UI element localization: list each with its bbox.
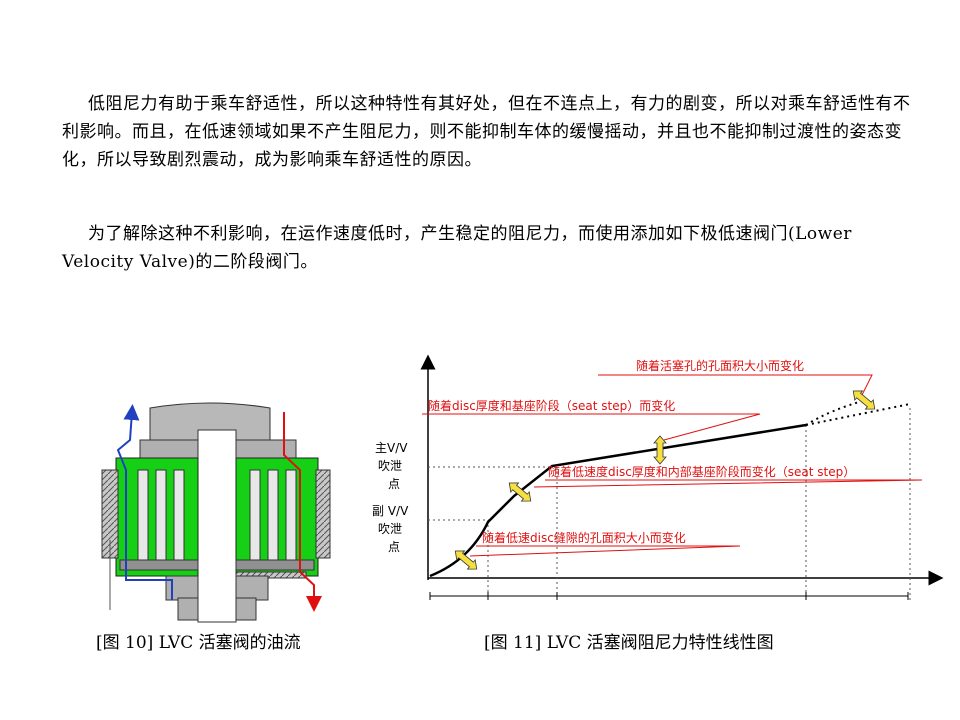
annotation-disc-gap: 随着低速disc缝隙的孔面积大小而变化 [482, 530, 686, 545]
double-arrow-icon [454, 550, 478, 570]
double-arrow-icon [508, 482, 532, 502]
paragraph-2: 为了解除这种不利影响，在运作速度低时，产生稳定的阻尼力，而使用添加如下极低速阀门… [62, 220, 912, 276]
annotation-low-speed-disc: 随着低速度disc厚度和内部基座阶段而变化（seat step） [548, 464, 855, 479]
damping-curve [429, 423, 807, 578]
ylabel-main-vv-line2: 吹泄 [378, 459, 402, 473]
ylabel-sub-vv-line2: 吹泄 [378, 522, 402, 536]
double-arrow-icon [852, 390, 876, 410]
annotation-disc-seat-step: 随着disc厚度和基座阶段（seat step）而变化 [428, 398, 675, 413]
paragraph-2-text: 为了解除这种不利影响，在运作速度低时，产生稳定的阻尼力，而使用添加如下极低速阀门… [62, 224, 852, 272]
figure-11-caption: [图 11] LVC 活塞阀阻尼力特性线性图 [484, 633, 774, 653]
double-arrow-icon [653, 435, 667, 465]
ylabel-sub-vv-line3: 点 [388, 540, 400, 554]
damping-force-chart: 主V/V 吹泄 点 副 V/V 吹泄 点 随着活塞孔的孔面积大小而变化 随着di… [372, 354, 944, 600]
paragraph-1: 低阻尼力有助于乘车舒适性，所以这种特性有其好处，但在不连点上，有力的剧变，所以对… [62, 90, 912, 174]
ylabel-main-vv-line1: 主V/V [375, 441, 408, 455]
ylabel-main-vv-line3: 点 [388, 477, 400, 491]
ylabel-sub-vv-line1: 副 V/V [372, 504, 409, 518]
damping-curve-extension [805, 399, 867, 426]
paragraph-1-text: 低阻尼力有助于乘车舒适性，所以这种特性有其好处，但在不连点上，有力的剧变，所以对… [62, 94, 911, 170]
figure-10-caption: [图 10] LVC 活塞阀的油流 [96, 633, 301, 653]
annotation-piston-hole: 随着活塞孔的孔面积大小而变化 [636, 358, 804, 373]
lvc-piston-valve-drawing [101, 402, 331, 623]
